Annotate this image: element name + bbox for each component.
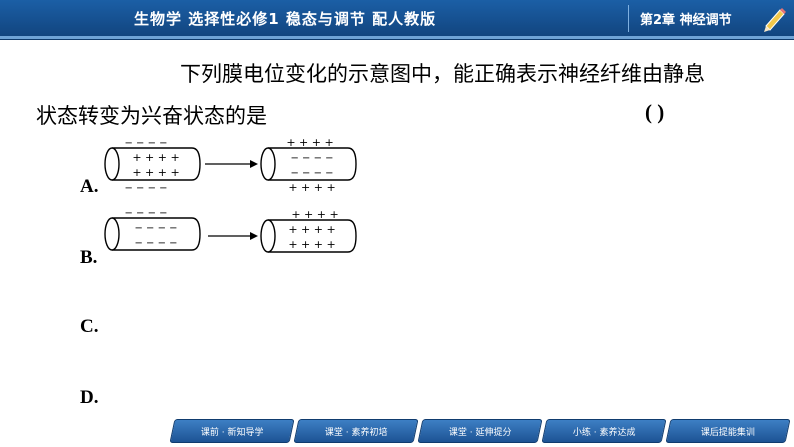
nav-pre-class[interactable]: 课前 · 新知导学	[169, 419, 295, 443]
nav-label: 小练 · 素养达成	[572, 427, 636, 438]
fig-b-right-top: + + + +	[291, 208, 338, 221]
header-bar	[0, 0, 794, 36]
bottom-nav: 课前 · 新知导学 课堂 · 素养初培 课堂 · 延伸提分 小练 · 素养达成 …	[160, 419, 794, 443]
option-d-label: D.	[80, 387, 99, 408]
question-text-line1: 下列膜电位变化的示意图中，能正确表示神经纤维由静息	[180, 62, 705, 86]
figure-b: − − − − − − − − − − − − + + + + + + + + …	[104, 208, 357, 253]
nav-class-foundation[interactable]: 课堂 · 素养初培	[293, 419, 419, 443]
fig-b-left-mid2: − − − −	[134, 238, 177, 249]
fig-a-right-top: + + + +	[286, 136, 333, 149]
fig-a-left-bot: − − − −	[124, 183, 167, 194]
nav-practice[interactable]: 小练 · 素养达成	[541, 419, 667, 443]
fig-b-right-mid2: + + + +	[288, 238, 335, 251]
header-accent-line	[0, 36, 794, 39]
pencil-icon	[764, 8, 786, 32]
option-c-label: C.	[80, 316, 99, 337]
fig-a-right-mid1: − − − −	[290, 153, 333, 164]
fig-a-left-mid1: + + + +	[132, 151, 179, 164]
course-title: 生物学 选择性必修1 稳态与调节 配人教版	[134, 10, 437, 28]
chapter-title: 第2章 神经调节	[640, 13, 732, 28]
fig-b-left-mid1: − − − −	[134, 223, 177, 234]
fig-b-right-mid1: + + + +	[288, 223, 335, 236]
nav-label: 课堂 · 素养初培	[324, 427, 388, 438]
nav-label: 课堂 · 延伸提分	[448, 427, 512, 438]
fig-a-left-mid2: + + + +	[132, 166, 179, 179]
answer-blank: ( )	[645, 100, 665, 124]
question-text-line2: 状态转变为兴奋状态的是	[36, 104, 267, 128]
nav-label: 课前 · 新知导学	[200, 427, 264, 438]
membrane-potential-figure: − − − − + + + + + + + + − − − − + + + + …	[104, 136, 357, 253]
nav-after-class[interactable]: 课后提能集训	[665, 419, 791, 443]
nav-label: 课后提能集训	[700, 427, 755, 438]
fig-a-right-mid2: − − − −	[290, 168, 333, 179]
header-divider	[0, 39, 794, 40]
fig-a-left-top: − − − −	[124, 138, 167, 149]
nav-class-extension[interactable]: 课堂 · 延伸提分	[417, 419, 543, 443]
fig-a-right-bot: + + + +	[288, 181, 335, 194]
chapter-box	[628, 5, 788, 32]
option-a-label: A.	[80, 176, 99, 197]
fig-b-left-top: − − − −	[124, 208, 167, 219]
figure-a: − − − − + + + + + + + + − − − − + + + + …	[104, 136, 357, 194]
option-b-label: B.	[80, 247, 98, 268]
